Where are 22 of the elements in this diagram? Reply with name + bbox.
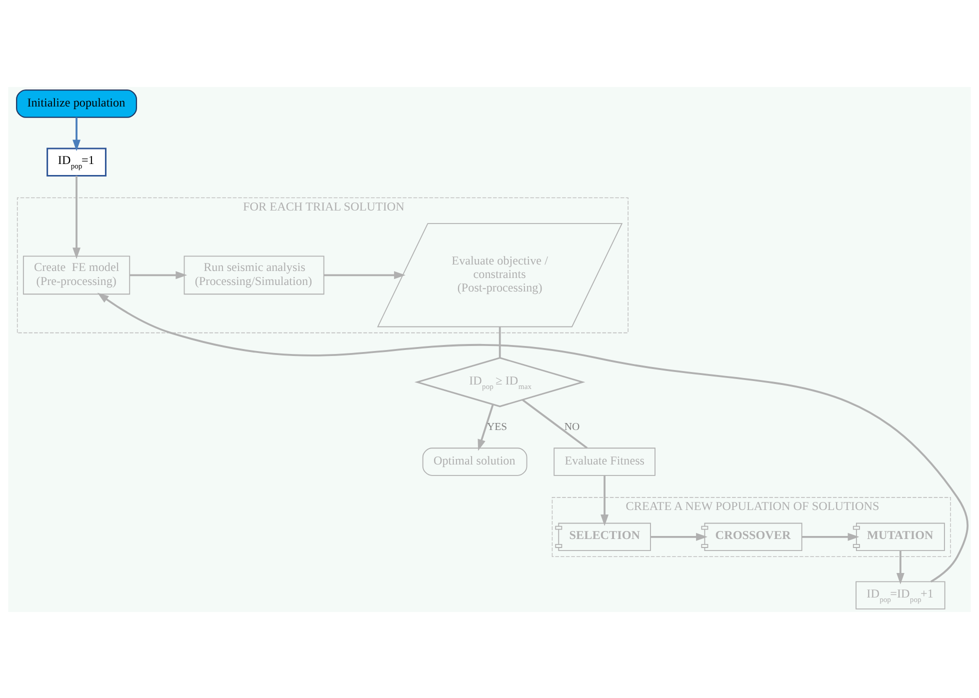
node-box: ID$_{pop}$=ID$_{pop}$+1 [856, 580, 946, 609]
edge-label: NO [564, 422, 580, 433]
edge-label: YES [486, 422, 508, 433]
arrow [72, 175, 81, 258]
node-box: Initialize population [16, 88, 138, 118]
node-box: Create FE model (Pre-processing) [22, 255, 130, 294]
arrow [97, 292, 968, 582]
arrow [896, 550, 904, 584]
arrow [72, 116, 81, 151]
connector [522, 398, 588, 448]
arrow [802, 532, 860, 540]
arrow [130, 270, 188, 279]
arrow [324, 270, 406, 279]
node-box: Optimal solution [422, 447, 528, 476]
connector [498, 326, 501, 358]
node-diamond: ID$_{pop}$ ≥ ID$_{max}$ [414, 356, 586, 407]
arrow [478, 404, 494, 450]
node-box: ID$_{pop}$=1 [46, 147, 106, 176]
arrow [650, 532, 708, 540]
arrow [600, 475, 609, 526]
node-box: Run seismic analysis (Processing/Simulation) [184, 255, 324, 294]
node-box: Evaluate Fitness [554, 447, 656, 476]
